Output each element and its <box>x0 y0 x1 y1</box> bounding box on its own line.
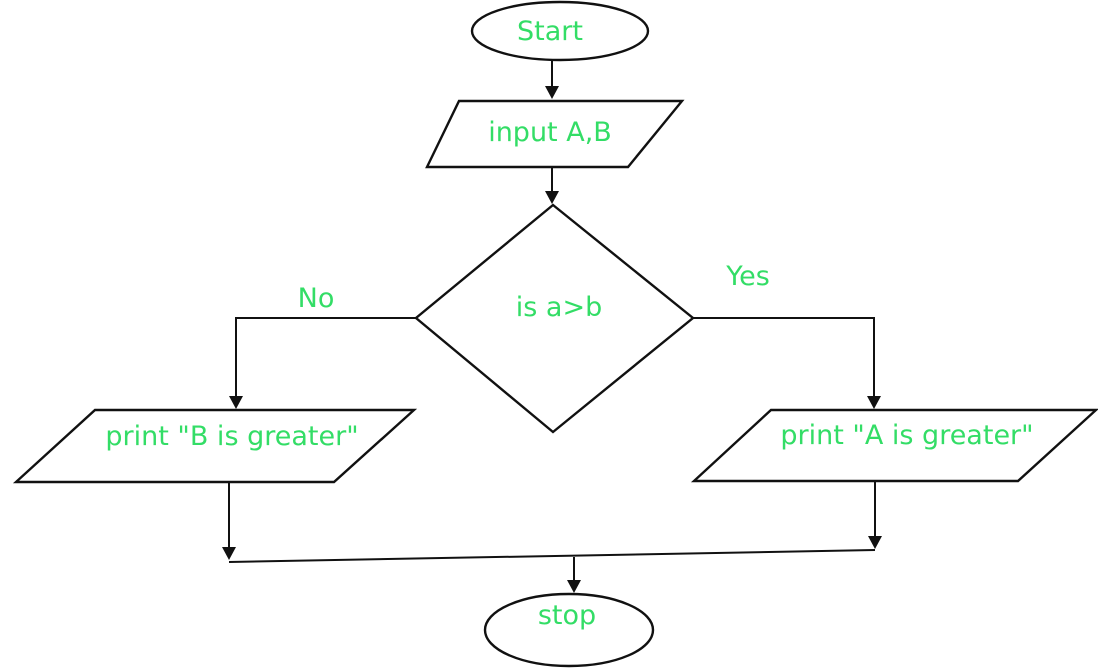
yes-branch-label: Yes <box>725 261 770 292</box>
connector-no-branch <box>235 317 416 398</box>
print-b-parallelogram <box>12 408 418 484</box>
print-b-label: print "B is greater" <box>105 421 358 452</box>
arrowhead-decision <box>545 191 559 204</box>
arrowhead-merge-right <box>868 536 882 549</box>
input-parallelogram <box>425 99 685 169</box>
start-terminal <box>470 0 650 62</box>
decision-diamond <box>414 203 695 434</box>
decision-label: is a>b <box>516 292 602 323</box>
arrowhead-print-b <box>229 396 243 409</box>
arrowhead-print-a <box>867 396 881 409</box>
connector-yes-branch <box>693 317 875 398</box>
arrowhead-input <box>545 86 559 99</box>
stop-terminal <box>483 592 655 668</box>
arrowhead-merge-left <box>222 547 236 560</box>
no-branch-label: No <box>298 283 335 314</box>
print-a-label: print "A is greater" <box>780 420 1033 451</box>
arrowhead-stop <box>567 580 581 593</box>
stop-label: stop <box>538 600 596 631</box>
input-label: input A,B <box>488 117 612 148</box>
print-a-parallelogram <box>690 408 1098 483</box>
start-label: Start <box>517 16 583 47</box>
merge-line <box>228 549 876 563</box>
